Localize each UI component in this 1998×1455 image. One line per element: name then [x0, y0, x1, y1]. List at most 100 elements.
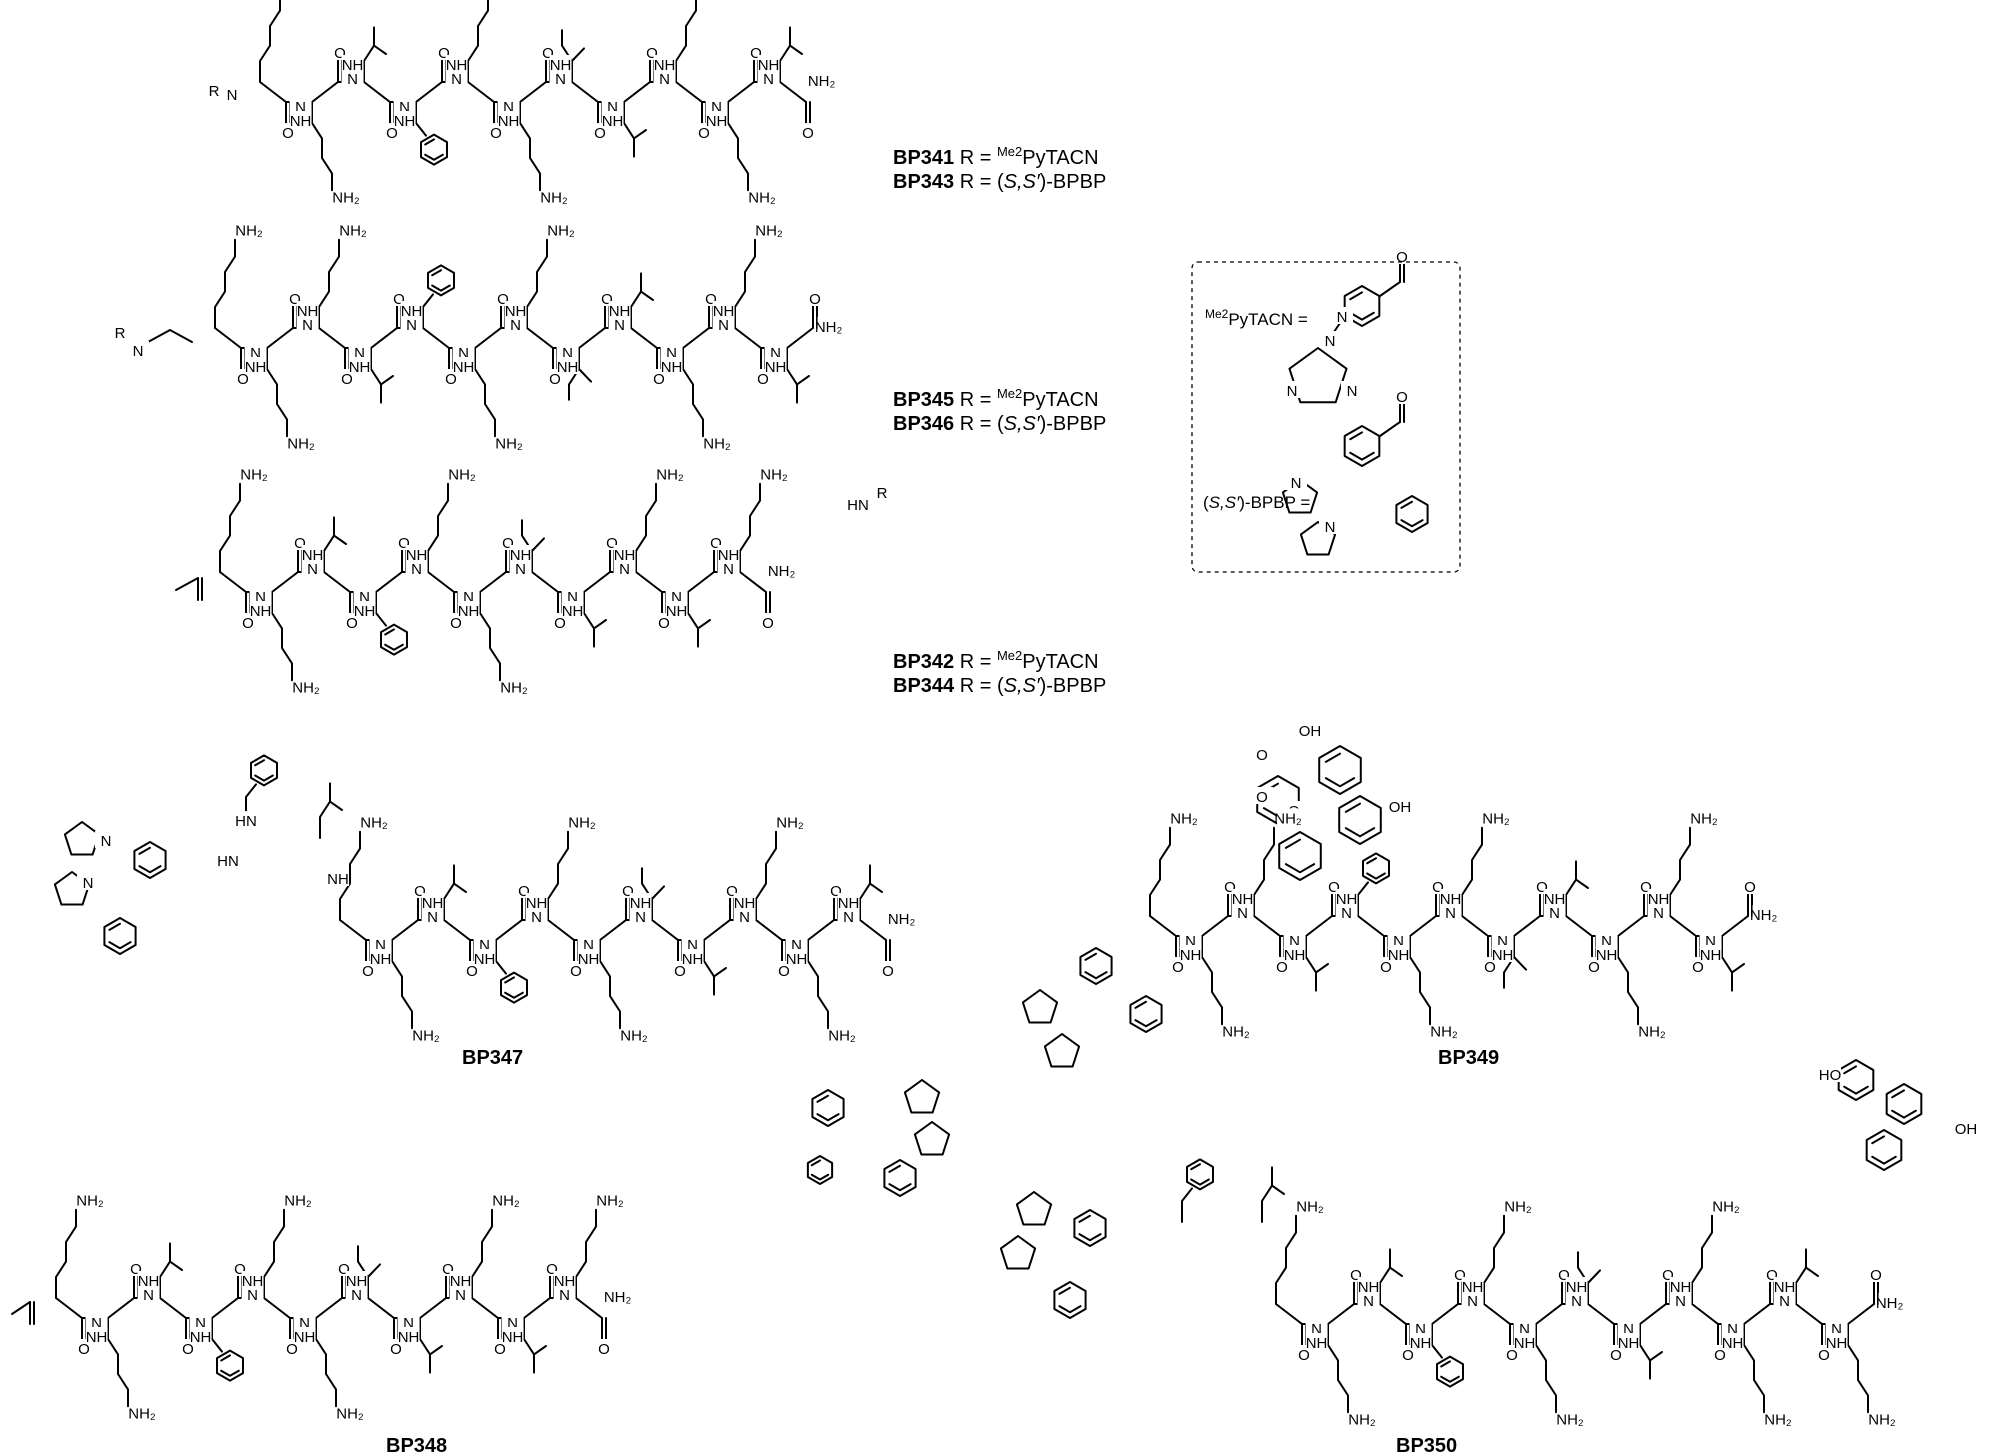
atom-label-bg [1283, 931, 1306, 948]
pyridine-ring [1395, 495, 1429, 533]
carbonyl-oxygen: O [802, 125, 814, 142]
amide-h: NH [245, 359, 267, 376]
amide-h: NH [1180, 947, 1202, 964]
atom-label-bg [1391, 247, 1413, 264]
c-terminal-amide: NH₂ [888, 911, 916, 928]
carbonyl-oxygen: O [549, 371, 561, 388]
atom-label-bg [1461, 1291, 1484, 1308]
atom-label-bg [1767, 1409, 1789, 1427]
caption-bp349: BP349 [1438, 1047, 1499, 1069]
atom-label-bg [109, 323, 131, 340]
amide-h: NH [474, 951, 496, 968]
atom-label-bg [629, 907, 652, 924]
atom-label-bg [1357, 1291, 1380, 1308]
amide-n: N [666, 345, 677, 362]
lysine-side-chain [271, 591, 293, 682]
atom-label-bg [1179, 931, 1202, 948]
lysine-side-chain [755, 830, 777, 921]
isoleucine-methyl [367, 1263, 381, 1278]
amine-nh2: NH₂ [339, 222, 367, 239]
lysine-side-chain [311, 101, 333, 192]
atom-label-bg [287, 1190, 309, 1208]
amide-n: N [503, 99, 514, 116]
atom-label-bg [770, 561, 793, 578]
amide-h: NH [1648, 891, 1670, 908]
leucine-side-chain [703, 939, 715, 996]
amide-h: NH [290, 113, 312, 130]
amine-nh2: NH₂ [755, 222, 783, 239]
phenyl-ring [1362, 852, 1390, 885]
leucine-methyl [1315, 963, 1329, 974]
lysine-side-chain [259, 0, 281, 83]
aromatic-inner [1400, 519, 1424, 528]
atom-label-bg [1617, 1319, 1640, 1336]
lysine-side-chain [635, 482, 657, 573]
phenylalanine-side-chain [415, 101, 427, 137]
lysine-side-chain [427, 482, 449, 573]
legend-bpbp-label: (S,S′)-BPBP = [1203, 493, 1310, 512]
amine-nh2: NH₂ [540, 190, 568, 207]
leucine-side-chain [623, 101, 635, 158]
amide-n: N [1601, 933, 1612, 950]
amide-h: NH [294, 1329, 316, 1346]
amide-h: NH [1596, 947, 1618, 964]
amide-n: N [195, 1315, 206, 1332]
amide-h: NH [654, 57, 676, 74]
amide-n: N [607, 99, 618, 116]
amide-h: NH [1410, 1335, 1432, 1352]
isoleucine-side-chain [641, 867, 653, 921]
pyridine-ring [1129, 995, 1163, 1033]
r-substituent: R [115, 325, 126, 342]
carbonyl-oxygen: O [830, 883, 842, 900]
amine-nh2: NH₂ [776, 814, 804, 831]
carbonyl-link [1379, 421, 1401, 437]
leucine-methyl [329, 800, 343, 811]
amide-n: N [671, 589, 682, 606]
atom-label-bg [79, 1190, 101, 1208]
aromatic-inner [1871, 1135, 1885, 1145]
atom-label-bg [1565, 1277, 1588, 1294]
carbonyl-oxygen: O [341, 371, 353, 388]
tacn-n: N [1325, 333, 1336, 350]
aromatic-inner [1349, 451, 1375, 461]
aromatic-inner [1891, 1089, 1905, 1099]
carbonyl-oxygen: O [653, 371, 665, 388]
carbonyl-oxygen: O [1692, 959, 1704, 976]
leucine-side-chain [786, 347, 798, 404]
xanthene-ring [1318, 745, 1362, 795]
pyrrolidine-ring [999, 1235, 1037, 1270]
atom-label-bg [1491, 931, 1514, 948]
carbonyl-oxygen: O [1818, 1347, 1830, 1364]
amide-n: N [250, 345, 261, 362]
atom-label-bg [1595, 945, 1618, 962]
atom-label-bg [241, 1271, 264, 1288]
c-terminal-amide: NH₂ [604, 1289, 632, 1306]
atom-label-bg [608, 301, 631, 318]
atom-label-bg [717, 559, 740, 576]
amide-h: NH [510, 547, 532, 564]
atom-label-bg [449, 1271, 472, 1288]
atom-label-bg [301, 559, 324, 576]
pyrrolidine-ring [913, 1121, 951, 1156]
carbonyl-oxygen: O [502, 535, 514, 552]
atom-label-bg [1878, 1293, 1901, 1310]
carbonyl-oxygen: O [1172, 959, 1184, 976]
atom-label-bg [339, 1403, 361, 1421]
atom-label-bg [660, 357, 683, 374]
atom-label-bg [1819, 1065, 1841, 1082]
leucine-side-chain [630, 272, 642, 329]
lysine-side-chain [1535, 1323, 1557, 1414]
lysine-side-chain [682, 347, 704, 438]
atom-label-bg [1335, 889, 1358, 906]
amide-n: N [302, 317, 313, 334]
carbonyl-oxygen: O [882, 963, 894, 980]
atom-label-bg [1305, 1333, 1328, 1350]
atom-label-bg [217, 851, 239, 868]
aromatic-inner [1078, 1214, 1091, 1223]
amide-h: NH [297, 303, 319, 320]
pyridine-ring [103, 917, 137, 955]
carbonyl-oxygen: O [594, 125, 606, 142]
amine-nh2: NH₂ [656, 466, 684, 483]
carbonyl-oxygen: O [334, 45, 346, 62]
aromatic-inner [1349, 431, 1363, 441]
